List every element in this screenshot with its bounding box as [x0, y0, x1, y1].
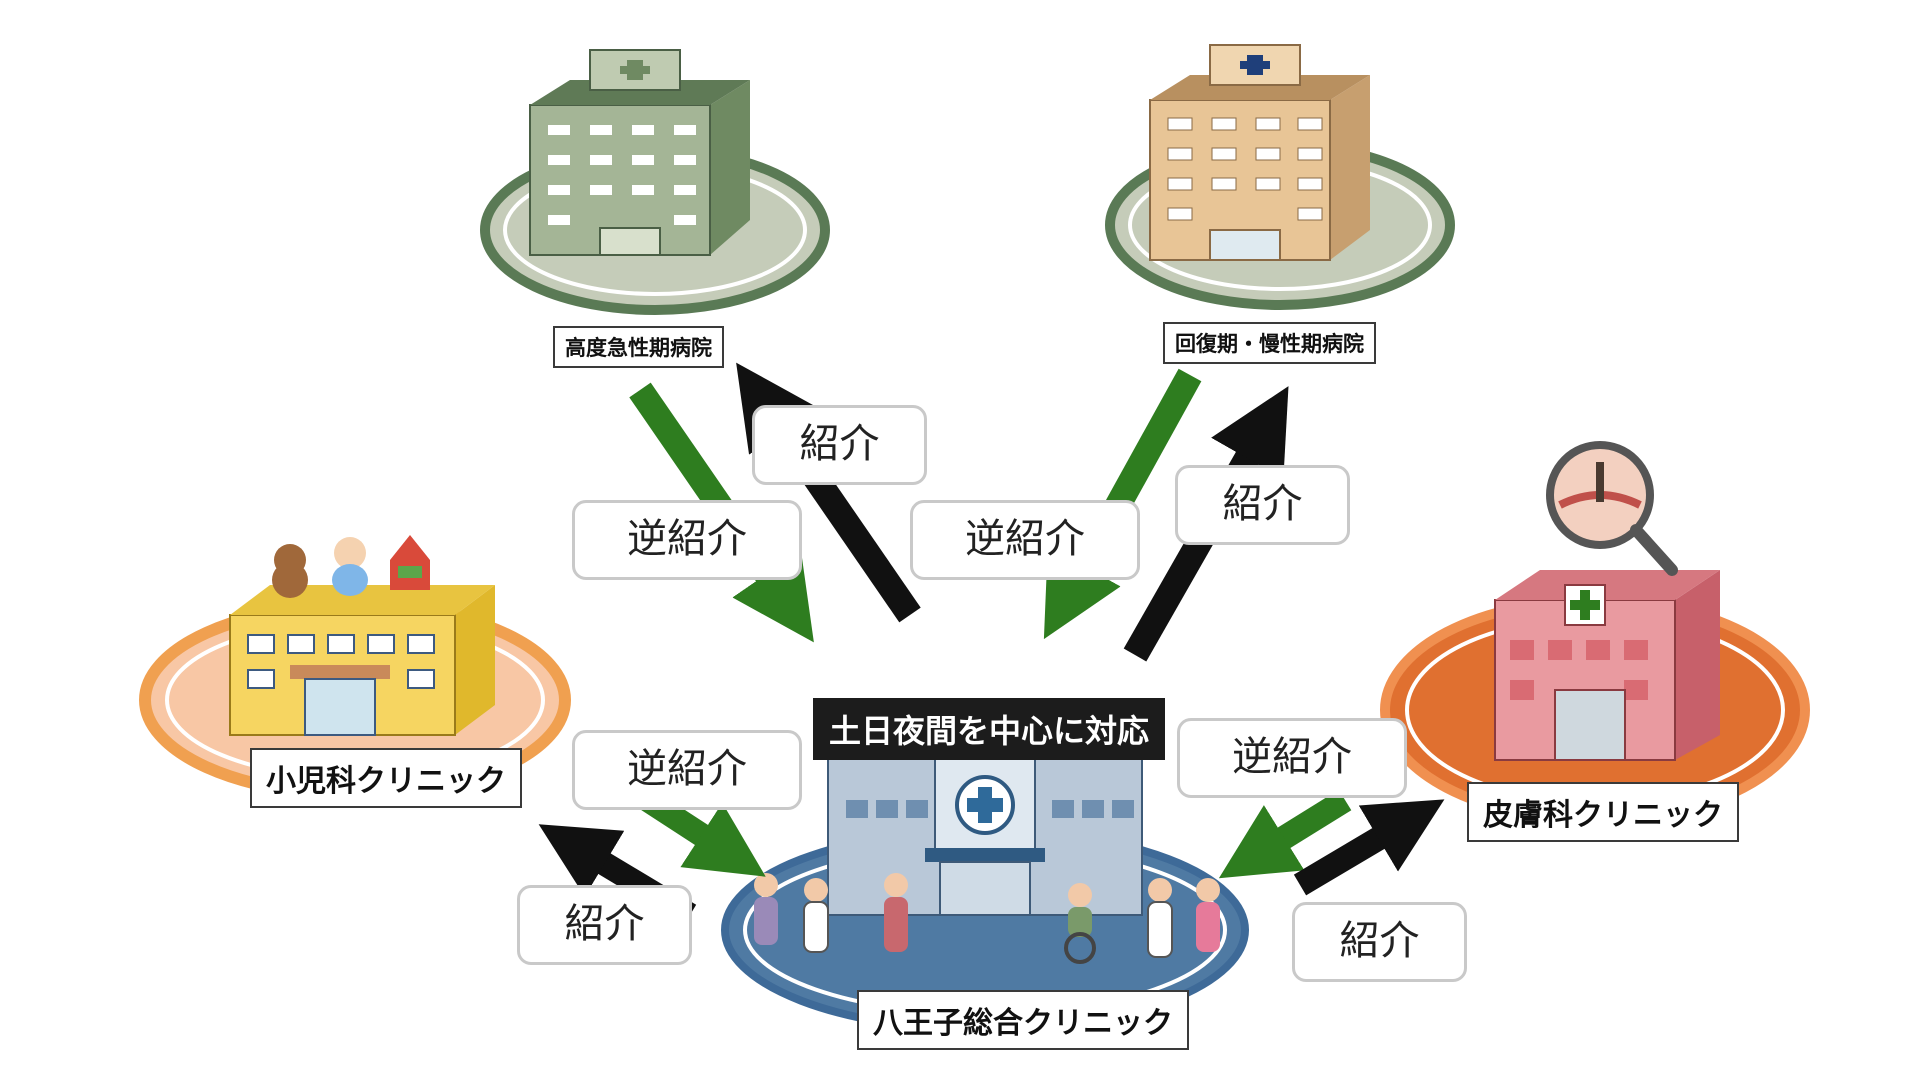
- main-clinic-building: [721, 730, 1249, 1034]
- main-clinic-hours-banner: 土日夜間を中心に対応: [813, 698, 1166, 760]
- referral-tag-acute: 紹介: [752, 405, 927, 485]
- recovery-hospital-label: 回復期・慢性期病院: [1163, 322, 1376, 364]
- acute-hospital-label: 高度急性期病院: [553, 326, 724, 368]
- patients-and-staff-figures: [754, 873, 1220, 964]
- acute-hospital-building: [480, 49, 830, 315]
- reverse-referral-tag-pediatric: 逆紹介: [572, 730, 802, 810]
- recovery-hospital-building: [1105, 44, 1455, 310]
- dermatology-clinic-building: [1380, 441, 1810, 825]
- referral-tag-pediatric: 紹介: [517, 885, 692, 965]
- reverse-referral-tag-recovery: 逆紹介: [910, 500, 1140, 580]
- arrow-reverse-referral-dermatology: [1218, 789, 1352, 879]
- referral-tag-recovery: 紹介: [1175, 465, 1350, 545]
- pediatric-clinic-label: 小児科クリニック: [250, 748, 522, 808]
- referral-tag-dermatology: 紹介: [1292, 902, 1467, 982]
- main-clinic-label: 八王子総合クリニック: [857, 990, 1189, 1050]
- dermatology-clinic-label: 皮膚科クリニック: [1467, 782, 1739, 842]
- arrow-referral-dermatology: [1293, 799, 1445, 896]
- reverse-referral-tag-dermatology: 逆紹介: [1177, 718, 1407, 798]
- reverse-referral-tag-acute: 逆紹介: [572, 500, 802, 580]
